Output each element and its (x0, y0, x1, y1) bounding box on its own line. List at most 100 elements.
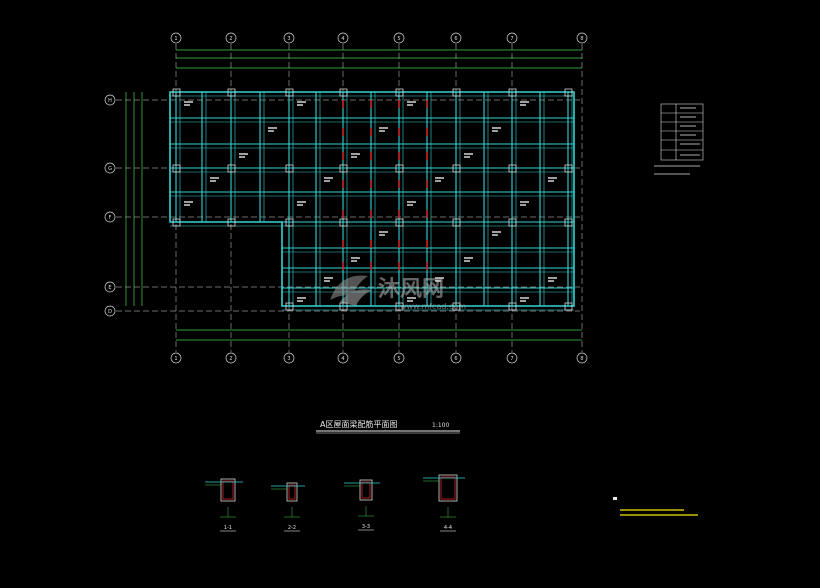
section-rebar (361, 481, 371, 499)
legend-table (660, 103, 704, 161)
column-marker (339, 302, 348, 311)
axis-label: 3 (287, 356, 290, 362)
axis-bubble (393, 352, 405, 364)
column-marker (172, 218, 181, 227)
axis-label: 7 (510, 356, 513, 362)
column-marker (285, 88, 294, 97)
axis-label: 6 (454, 36, 457, 42)
drawing-title-block: A区屋面梁配筋平面图 1:100 (316, 419, 460, 434)
axis-label: E (108, 285, 111, 291)
axis-bubble (104, 305, 116, 317)
section-label: 3-3 (362, 524, 370, 530)
axis-label: D (108, 309, 112, 315)
column-marker (227, 218, 236, 227)
column-marker (452, 218, 461, 227)
axis-bubble (170, 32, 182, 44)
section-rebar (288, 484, 296, 500)
axis-bubble (283, 32, 295, 44)
section-outline (220, 478, 236, 502)
column-marker (172, 164, 181, 173)
top-axis-bubbles (170, 32, 588, 44)
axis-label: G (108, 166, 112, 172)
section-label: 1-1 (224, 525, 232, 531)
section-rebar (440, 476, 456, 500)
axis-label: H (108, 98, 112, 104)
column-marker (339, 88, 348, 97)
section-label: 4-4 (444, 525, 452, 531)
axis-label: F (109, 215, 112, 221)
watermark-brand: 沐风网 (378, 277, 444, 302)
column-marker (508, 302, 517, 311)
general-notes (613, 497, 698, 516)
axis-label: 5 (397, 356, 400, 362)
left-dimension-lines (125, 92, 143, 306)
axis-bubble (104, 211, 116, 223)
column-marker (339, 218, 348, 227)
bottom-axis-bubbles (170, 352, 588, 364)
axis-bubble (104, 281, 116, 293)
axis-bubble (104, 94, 116, 106)
section-rebar (222, 480, 234, 500)
beam-grid (170, 91, 574, 311)
axis-label: 7 (510, 36, 513, 42)
column-marker (508, 88, 517, 97)
top-dimension-lines (176, 49, 582, 69)
drawing-title: A区屋面梁配筋平面图 (320, 419, 397, 429)
axis-bubble (576, 352, 588, 364)
left-axis-bubbles (104, 94, 116, 317)
column-marker (452, 164, 461, 173)
axis-label: 4 (341, 36, 344, 42)
column-marker (452, 302, 461, 311)
legend-table-strokes (654, 107, 700, 175)
column-marker (564, 302, 573, 311)
section-outline (359, 479, 373, 501)
section-label: 2-2 (288, 525, 296, 531)
beam-section-details: 1-1 2-2 3-3 4-4 (205, 474, 465, 532)
axis-label: 8 (580, 36, 583, 42)
rebar-callouts (184, 100, 557, 302)
axis-bubble (283, 352, 295, 364)
axis-bubble (450, 352, 462, 364)
watermark-url: www.mfcad.com (400, 302, 466, 311)
axis-bubble (170, 352, 182, 364)
axis-label: 5 (397, 36, 400, 42)
axis-bubble (576, 32, 588, 44)
column-marker (508, 218, 517, 227)
axis-bubble (104, 162, 116, 174)
column-marker (564, 88, 573, 97)
axis-label: 2 (229, 36, 232, 42)
column-marker (285, 164, 294, 173)
watermark-logo-icon (330, 275, 372, 306)
column-marker (227, 164, 236, 173)
axis-label: 2 (229, 356, 232, 362)
watermark: 沐风网 www.mfcad.com (330, 275, 466, 311)
axis-label: 1 (174, 36, 177, 42)
axis-label: 6 (454, 356, 457, 362)
axis-bubble (225, 352, 237, 364)
column-markers (172, 88, 573, 311)
column-marker (285, 218, 294, 227)
axis-label: 1 (174, 356, 177, 362)
column-marker (395, 88, 404, 97)
section-outline (286, 482, 298, 502)
axis-bubble (337, 352, 349, 364)
column-marker (564, 164, 573, 173)
column-marker (395, 302, 404, 311)
axis-bubble (337, 32, 349, 44)
bottom-dimension-lines (176, 329, 582, 341)
axis-label: 4 (341, 356, 344, 362)
axis-bubble (506, 32, 518, 44)
axis-label: 8 (580, 356, 583, 362)
column-marker (395, 164, 404, 173)
column-marker (395, 218, 404, 227)
drawing-scale: 1:100 (432, 422, 449, 429)
column-marker (285, 302, 294, 311)
column-marker (564, 218, 573, 227)
column-marker (339, 164, 348, 173)
axis-bubble (393, 32, 405, 44)
axis-bubble (506, 352, 518, 364)
column-marker (452, 88, 461, 97)
